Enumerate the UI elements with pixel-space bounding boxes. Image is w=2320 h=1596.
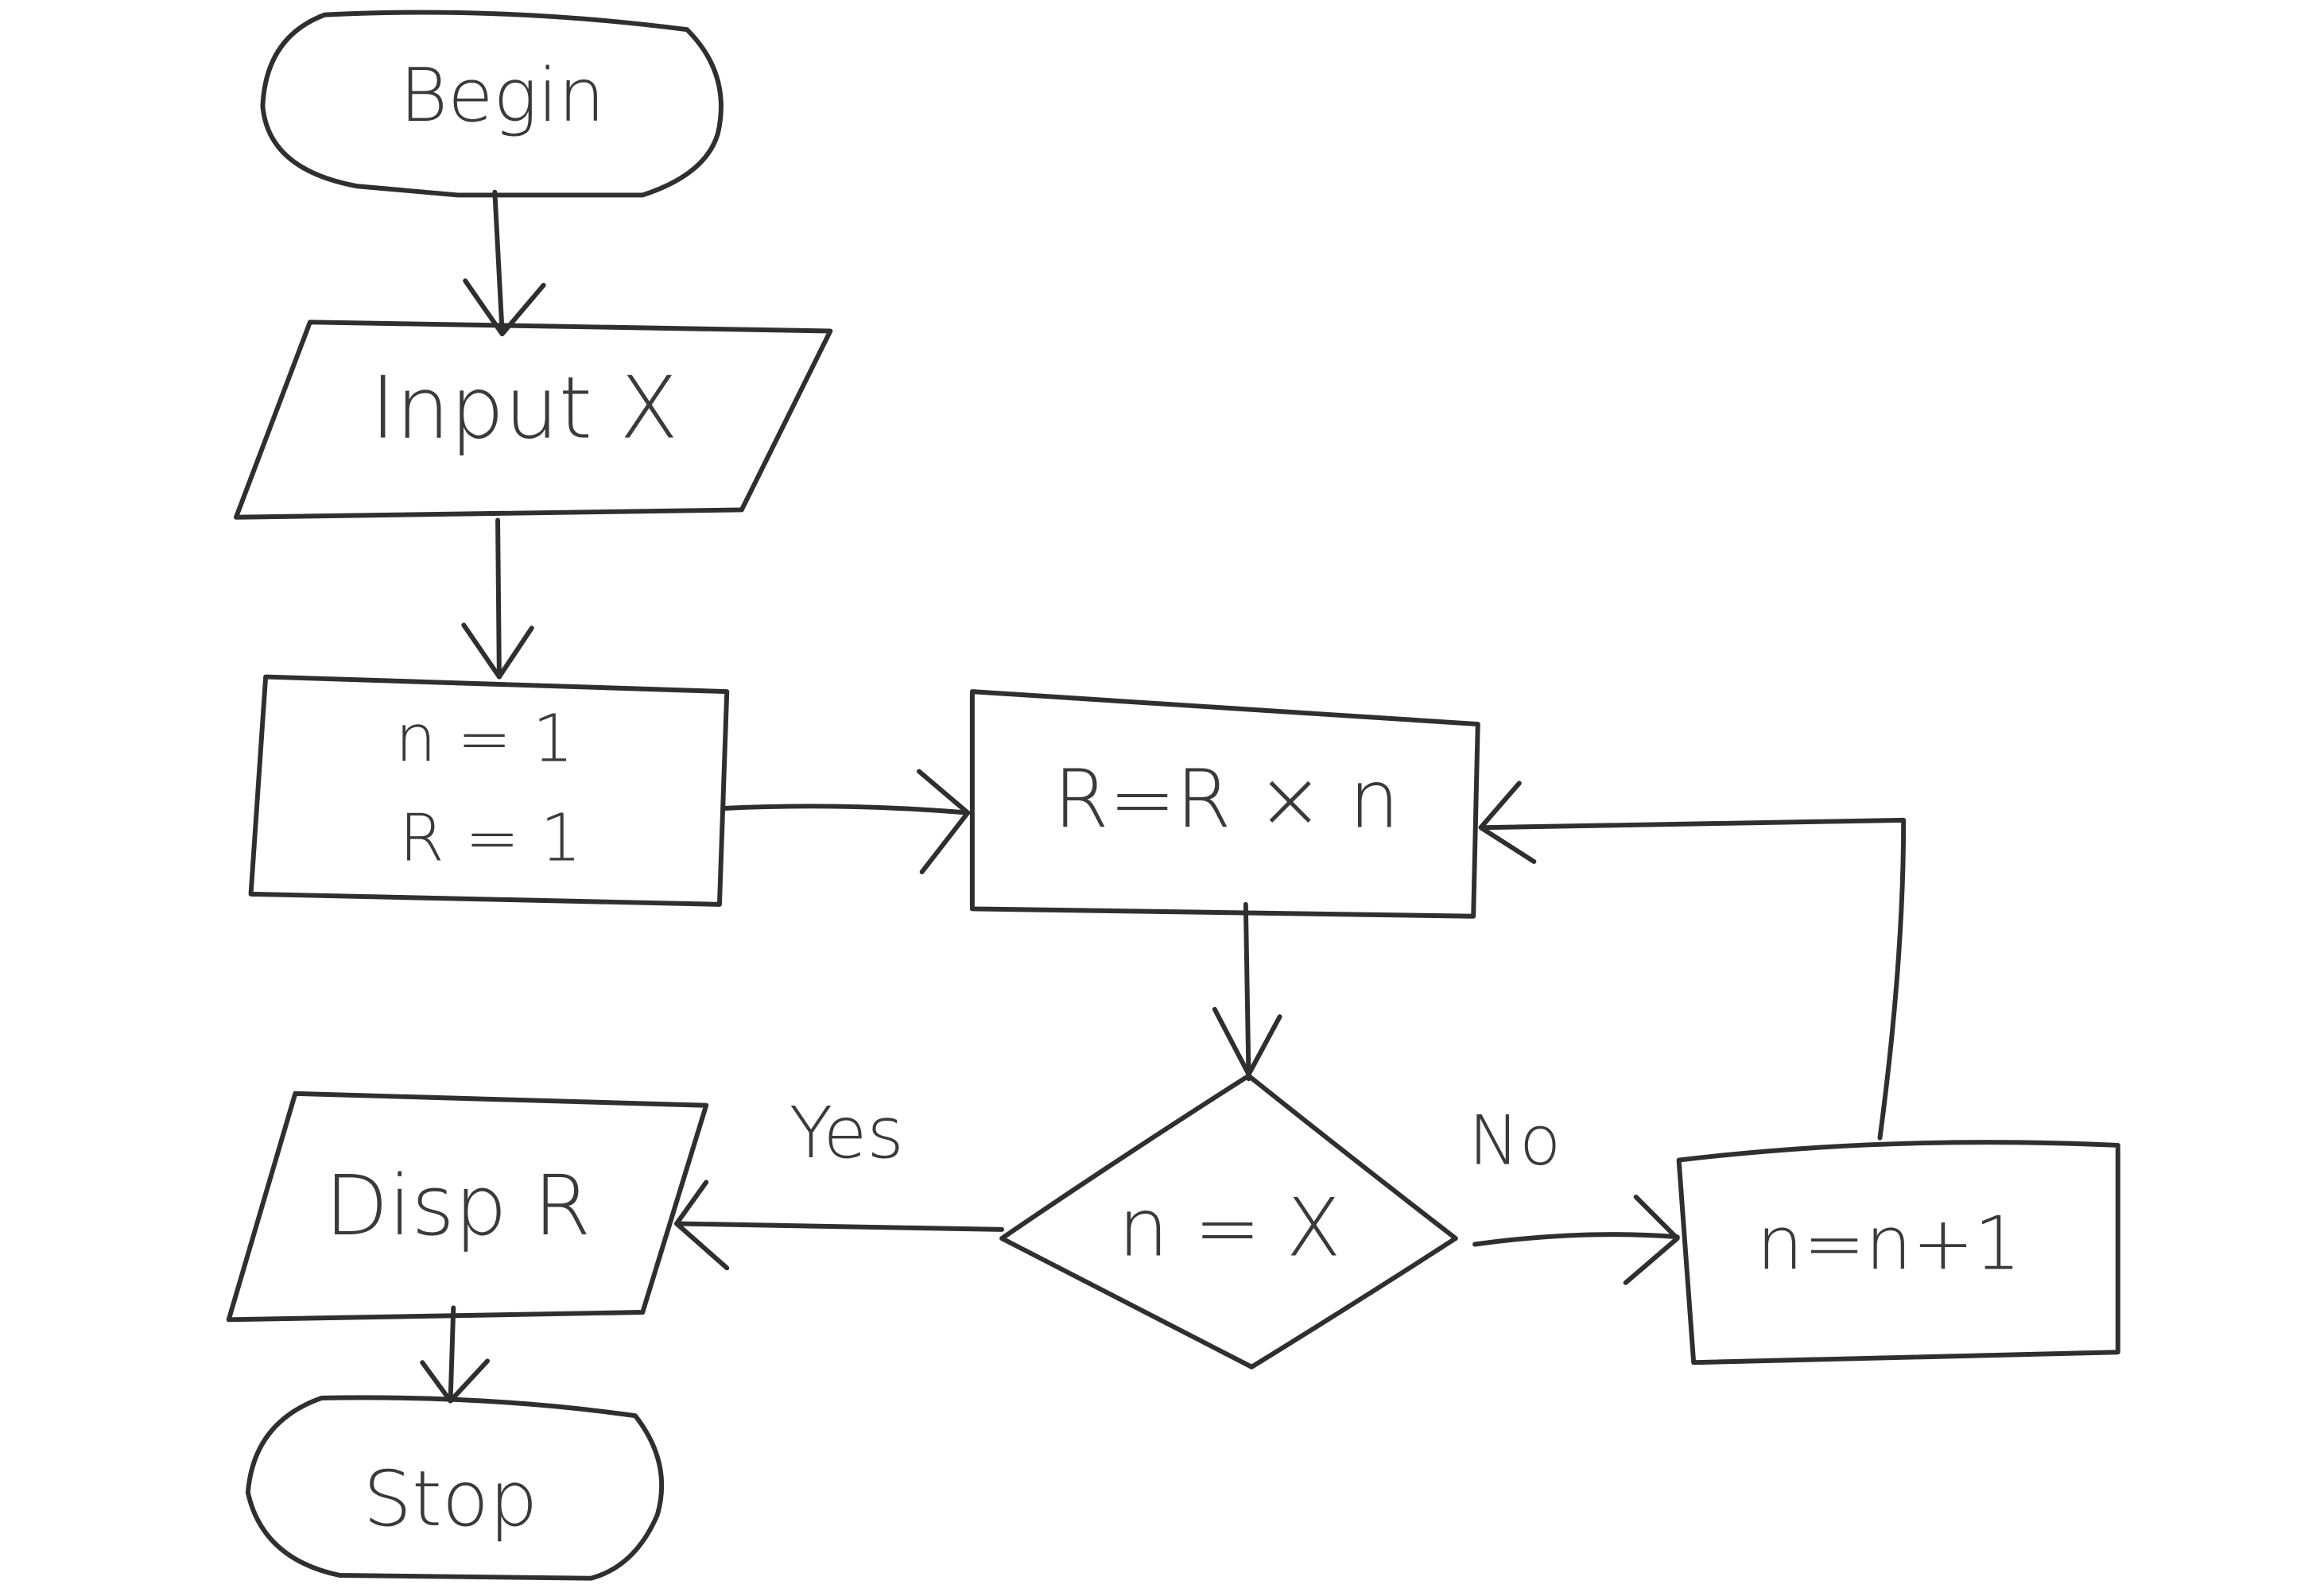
arrow-no-to-increment: No: [1468, 1102, 1680, 1285]
increment-node: n=n+1: [1676, 1140, 2120, 1366]
display-label: Disp R: [324, 1157, 591, 1254]
arrow-increment-to-multiply: [1478, 781, 1907, 1141]
input-node: Input X: [233, 320, 833, 520]
begin-label: Begin: [399, 52, 605, 138]
multiply-node: R=R × n: [969, 689, 1480, 919]
increment-label: n=n+1: [1756, 1201, 2021, 1287]
no-label: No: [1468, 1102, 1561, 1180]
stop-label: Stop: [363, 1454, 538, 1544]
arrow-input-to-init: [461, 517, 534, 680]
decision-node: n = X: [999, 1073, 1458, 1369]
arrow-display-to-stop: [420, 1305, 491, 1404]
stop-node: Stop: [245, 1395, 665, 1581]
init-label-r: R = 1: [399, 800, 581, 876]
init-node: n = 1 R = 1: [248, 674, 730, 907]
arrow-multiply-to-decision: [1212, 901, 1282, 1082]
init-label-n: n = 1: [395, 702, 573, 777]
multiply-label: R=R × n: [1053, 753, 1399, 846]
yes-label: Yes: [789, 1092, 904, 1175]
begin-node: Begin: [260, 10, 724, 198]
arrow-init-to-multiply: [721, 769, 971, 874]
decision-label: n = X: [1118, 1182, 1340, 1275]
display-node: Disp R: [226, 1090, 709, 1323]
arrow-yes-to-display: Yes: [674, 1092, 1005, 1271]
arrow-begin-to-input: [463, 189, 546, 337]
input-label: Input X: [371, 358, 678, 458]
